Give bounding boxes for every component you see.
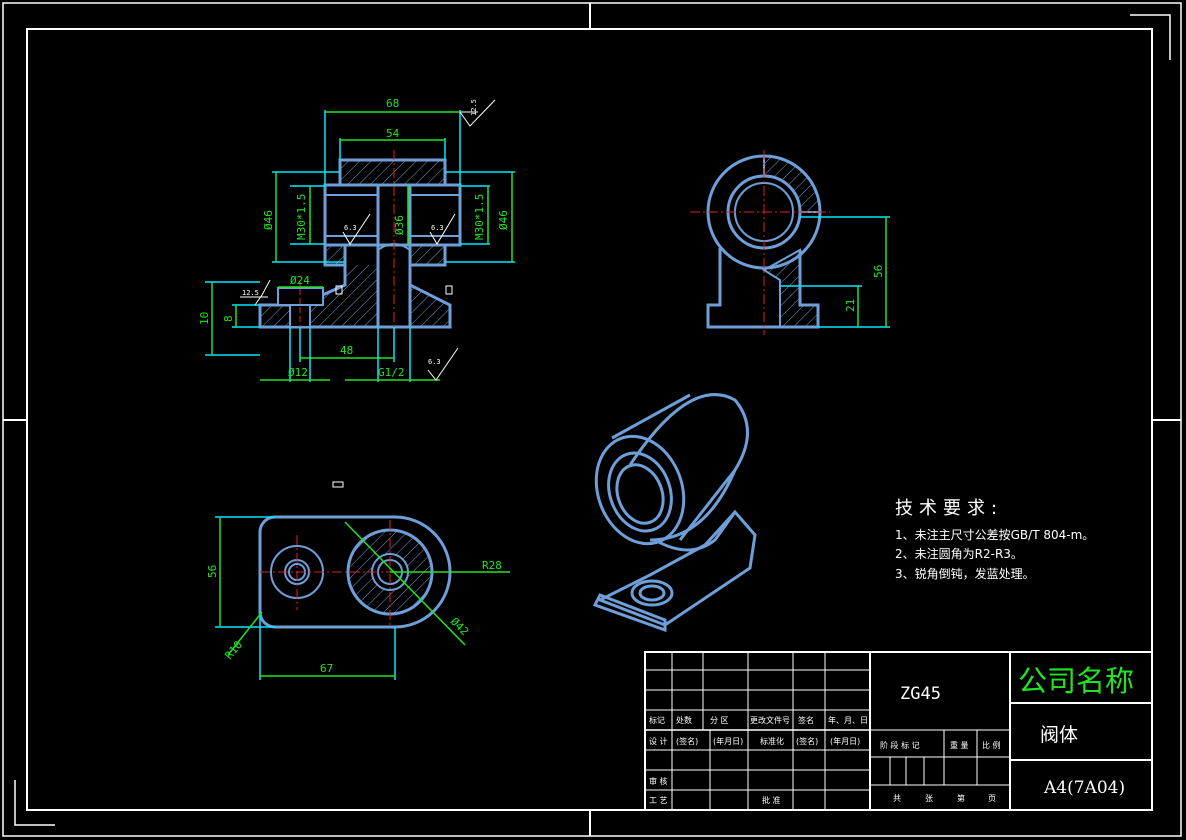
dim-8: 8 [222,315,235,322]
material: ZG45 [900,684,941,704]
rough-6-3-c: 6.3 [428,358,441,366]
tb-sign: 签名 [798,715,814,725]
dim-10: 10 [198,312,211,325]
tb-mark: 标记 [649,715,665,725]
tb-no: 第 [957,793,965,803]
tb-date: 年、月、日 [828,715,868,725]
rough-12-5-top: 12.5 [470,99,478,116]
dim-r10: R10 [222,638,245,662]
title-block-grid [644,651,1153,811]
dim-dia46-right: Ø46 [497,210,510,230]
side-view [690,150,890,335]
dim-g12: G1/2 [378,366,405,379]
tb-date3: (年月日) [830,736,860,746]
dim-thread-left: M30*1.5 [295,194,308,240]
tb-zone: 分 区 [710,716,729,725]
tb-sign3: (签名) [796,736,818,746]
dim-54: 54 [386,127,400,140]
front-dimension-lines [205,110,515,382]
tb-total: 共 [893,794,901,803]
tb-process: 工 艺 [649,796,668,805]
tech-req-item-3: 3、锐角倒钝，发蓝处理。 [895,567,1035,581]
tb-approve: 批 准 [762,795,781,805]
company-name: 公司名称 [1018,664,1135,698]
dim-56-plan: 56 [206,565,219,578]
dim-56-side: 56 [872,265,885,278]
tb-stage: 阶 段 标 记 [880,740,920,750]
tb-change-doc: 更改文件号 [750,715,790,725]
rough-6-3-a: 6.3 [344,224,357,232]
roughness-symbols [240,99,496,381]
dim-68: 68 [386,97,399,110]
tb-page: 页 [988,794,996,803]
dim-dia24: Ø24 [290,274,310,287]
dim-dia46-left: Ø46 [262,210,275,230]
dim-dia36: Ø36 [393,215,406,235]
part-name: 阀体 [1040,724,1079,746]
rough-12-5-left: 12.5 [242,289,259,297]
dim-r28: R28 [482,559,502,572]
tech-req-item-1: 1、未注主尺寸公差按GB/T 804-m。 [895,528,1095,542]
tb-weight: 重 量 [950,740,969,750]
tb-sign2: (签名) [676,736,698,746]
tb-sheets: 张 [925,794,933,803]
tb-date2: (年月日) [713,736,743,746]
dim-48: 48 [340,344,353,357]
tb-standard: 标准化 [760,736,784,746]
tech-req-title: 技术要求: [895,498,1004,519]
rough-6-3-b: 6.3 [431,224,444,232]
dim-thread-right: M30*1.5 [473,194,486,240]
tb-scale: 比 例 [982,740,1001,750]
tb-review: 审 核 [649,776,668,786]
dim-67-plan: 67 [320,662,333,675]
dim-21-side: 21 [844,299,857,312]
plan-view [215,481,510,680]
isometric-view [592,393,757,633]
tb-count: 处数 [676,715,692,725]
front-section-view [258,150,462,340]
tech-req-item-2: 2、未注圆角为R2-R3。 [895,547,1023,561]
dim-dia42: Ø42 [448,615,471,638]
dim-dia12: Ø12 [288,366,308,379]
drawing-number: A4(7A04) [1044,778,1126,798]
tb-design: 设 计 [649,736,668,746]
